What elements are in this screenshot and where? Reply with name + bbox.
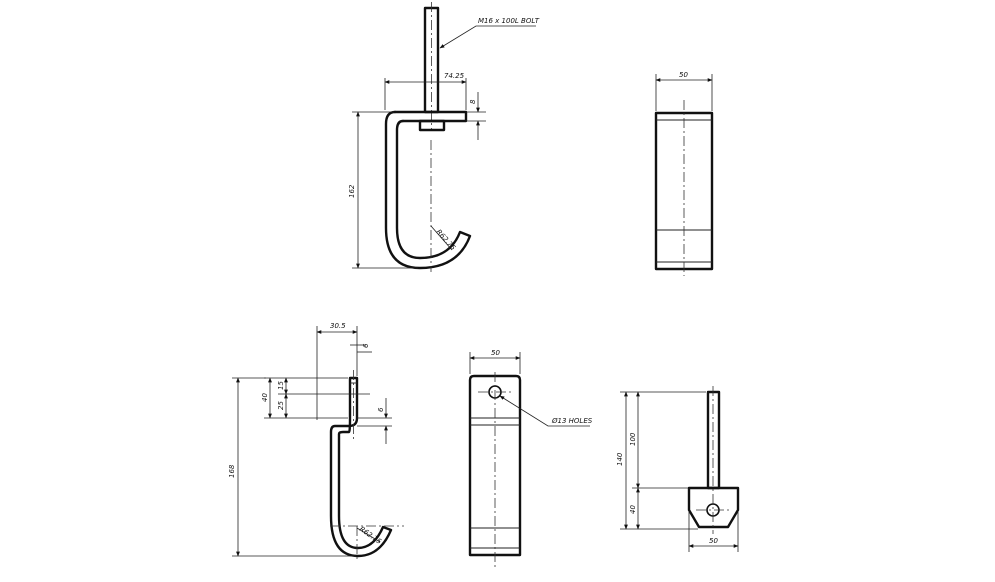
plate-front-width-label: 50 <box>491 349 500 357</box>
tab-thickness-label: 6 <box>362 343 370 348</box>
hole-callout: Ø13 HOLES <box>551 417 593 425</box>
j-hook-body <box>384 110 472 270</box>
radius-label: R62.75 <box>435 228 458 252</box>
end-upper-label: 100 <box>629 432 637 446</box>
j-hook-plate-body <box>329 376 393 558</box>
upper-25-label: 25 <box>277 401 285 410</box>
side-view-plate-hook: R62.75 30.5 6 40 15 25 6 168 <box>228 322 404 560</box>
bolt-callout: M16 x 100L BOLT <box>478 17 540 25</box>
side-view-bolt-hook: R62.75 M16 x 100L BOLT 74.25 8 162 <box>348 2 540 272</box>
end-overall-label: 140 <box>616 452 624 466</box>
end-view-plate-hook: 140 100 40 50 <box>616 386 740 552</box>
top-width-label: 30.5 <box>330 322 346 330</box>
end-shank <box>706 390 721 490</box>
end-lower-label: 40 <box>629 505 637 514</box>
side-6-label: 6 <box>377 407 385 412</box>
front-view-plate-hook: 50 Ø13 HOLES <box>468 349 593 568</box>
overall-height-label: 162 <box>348 184 356 198</box>
nut-block <box>418 119 446 132</box>
plate-width-label: 74.25 <box>444 72 465 80</box>
upper-40-label: 40 <box>261 393 269 402</box>
end-width-label: 50 <box>709 537 718 545</box>
top-plate <box>393 110 468 123</box>
plate-overall-label: 168 <box>228 464 236 478</box>
end-flange <box>687 486 740 529</box>
plate-thickness-label: 8 <box>469 99 477 104</box>
front-view-bolt-hook: 50 <box>654 71 714 276</box>
front-width-label: 50 <box>679 71 688 79</box>
upper-15-label: 15 <box>277 381 285 390</box>
